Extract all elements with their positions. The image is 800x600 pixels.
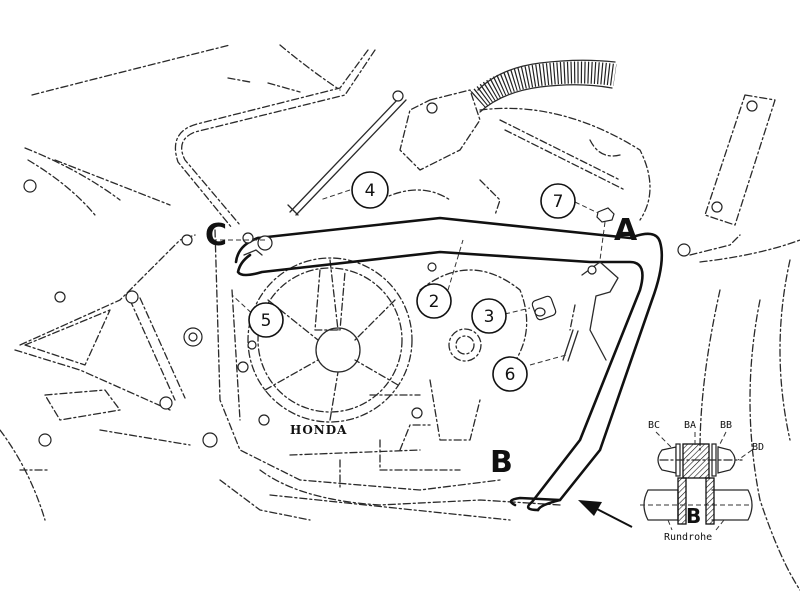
engine-head [379, 89, 651, 221]
callout-5: 5 [248, 302, 284, 338]
callout-3: 3 [471, 298, 507, 334]
part-label-ba: BA [684, 420, 696, 431]
part-label-bd: BD [752, 442, 764, 453]
detail-inset-b: B BC BA BB BD Rundrohe [640, 420, 764, 543]
detail-caption: Rundrohe [664, 532, 712, 543]
svg-text:5: 5 [261, 311, 272, 331]
callout-4: 4 [351, 171, 389, 209]
rear-bracket [677, 94, 800, 591]
frame-rails [24, 49, 376, 229]
svg-text:4: 4 [365, 181, 376, 201]
tank-outline [31, 44, 341, 96]
mount-point-c: C [205, 218, 227, 253]
svg-text:6: 6 [505, 365, 516, 385]
ribbed-hose [470, 59, 617, 113]
svg-text:3: 3 [484, 307, 495, 327]
crash-bar [234, 216, 664, 512]
callout-2: 2 [416, 283, 452, 319]
svg-text:2: 2 [429, 292, 440, 312]
part-label-bc: BC [648, 420, 660, 431]
brand-marking: HONDA [290, 423, 347, 437]
mount-point-a: A [614, 213, 638, 248]
long-bolt [287, 90, 407, 216]
short-bolt [562, 304, 579, 362]
part-label-bb: BB [720, 420, 732, 431]
callout-6: 6 [492, 356, 528, 392]
clutch-cover [247, 257, 413, 423]
detail-title: B [686, 504, 701, 528]
svg-text:7: 7 [553, 192, 564, 212]
callout-7: 7 [540, 183, 576, 219]
spacer [531, 295, 557, 321]
mount-point-b: B [490, 445, 513, 480]
arrow-icon [578, 500, 633, 528]
footpeg-bracket [0, 179, 218, 521]
nut-a [596, 207, 615, 223]
crankcase [214, 229, 561, 521]
